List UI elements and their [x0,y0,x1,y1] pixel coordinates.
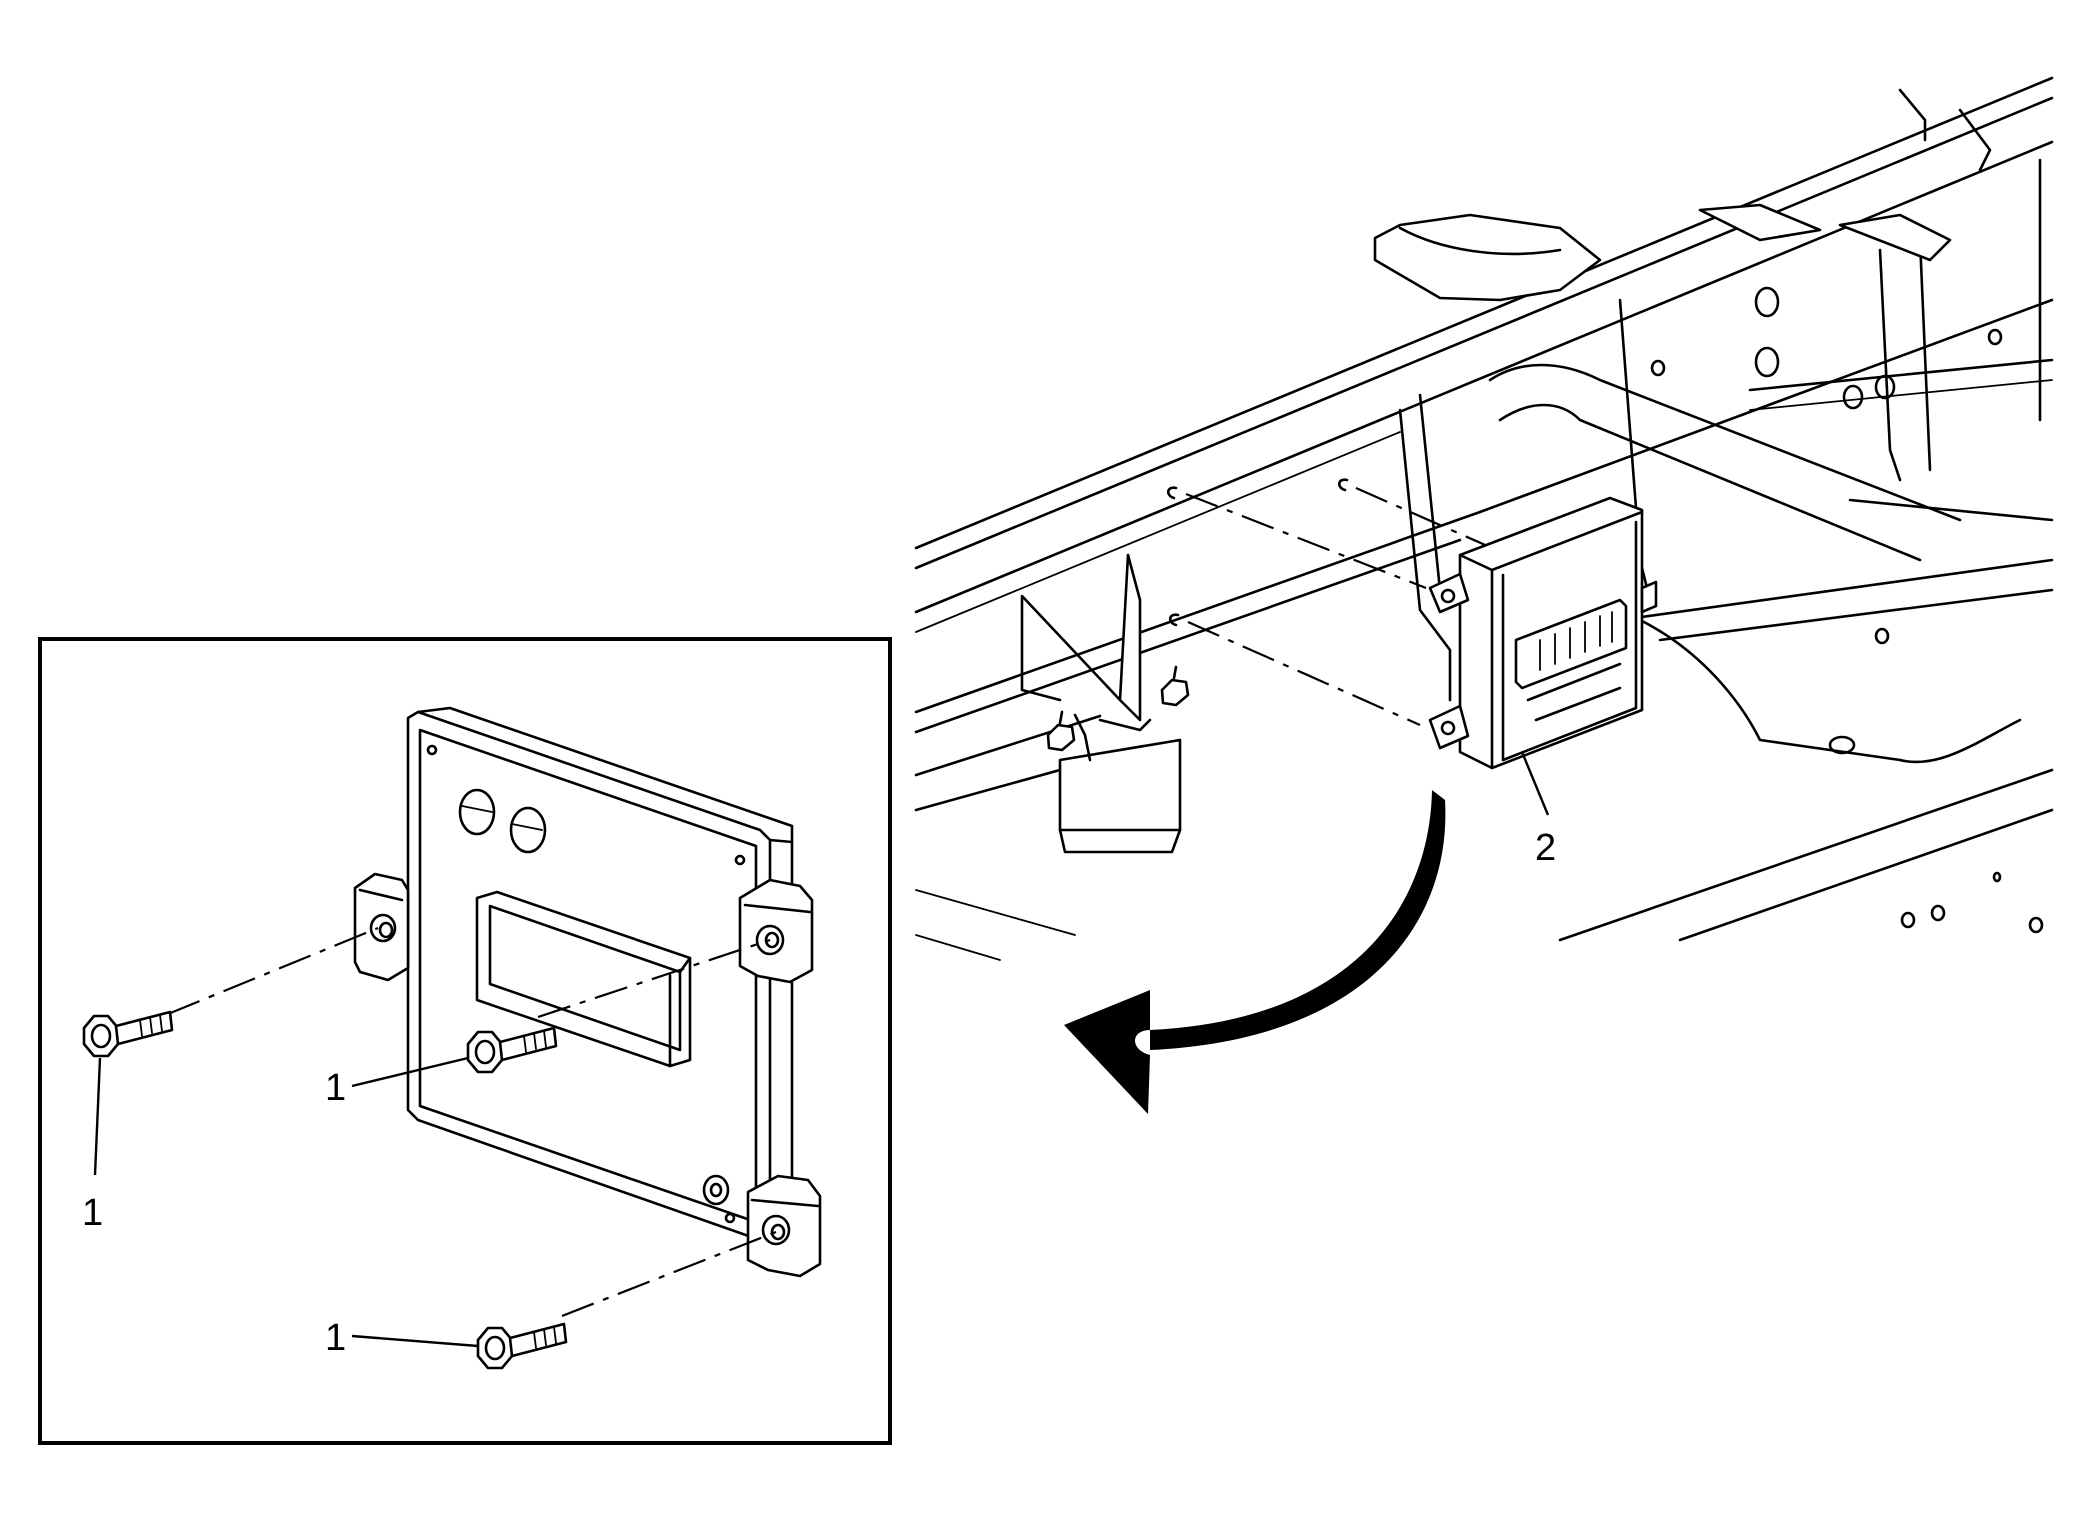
callout-leader [351,1056,469,1088]
vehicle-frame-icon [914,76,2054,961]
callout-leader [1520,751,1550,816]
removal-arrow-icon [1064,790,1446,1114]
bolt-icon [476,1322,568,1370]
alignment-line [537,938,771,1019]
alignment-line [1185,492,1427,590]
alignment-line [561,1230,777,1318]
bolt-icon [466,1026,558,1074]
alignment-line [1187,620,1421,727]
callout-bolt-bottom-label: 1 [325,1317,346,1359]
inset-control-module-icon [353,706,822,1278]
callout-module-label: 2 [1535,827,1556,869]
control-module-icon [1428,496,1658,770]
callout-leader [351,1334,479,1348]
callout-leader [93,1057,102,1176]
alignment-line [167,926,379,1016]
bolt-icon [82,1010,174,1058]
callout-bolt-left-label: 1 [82,1192,103,1234]
callout-bolt-middle-label: 1 [325,1067,346,1109]
